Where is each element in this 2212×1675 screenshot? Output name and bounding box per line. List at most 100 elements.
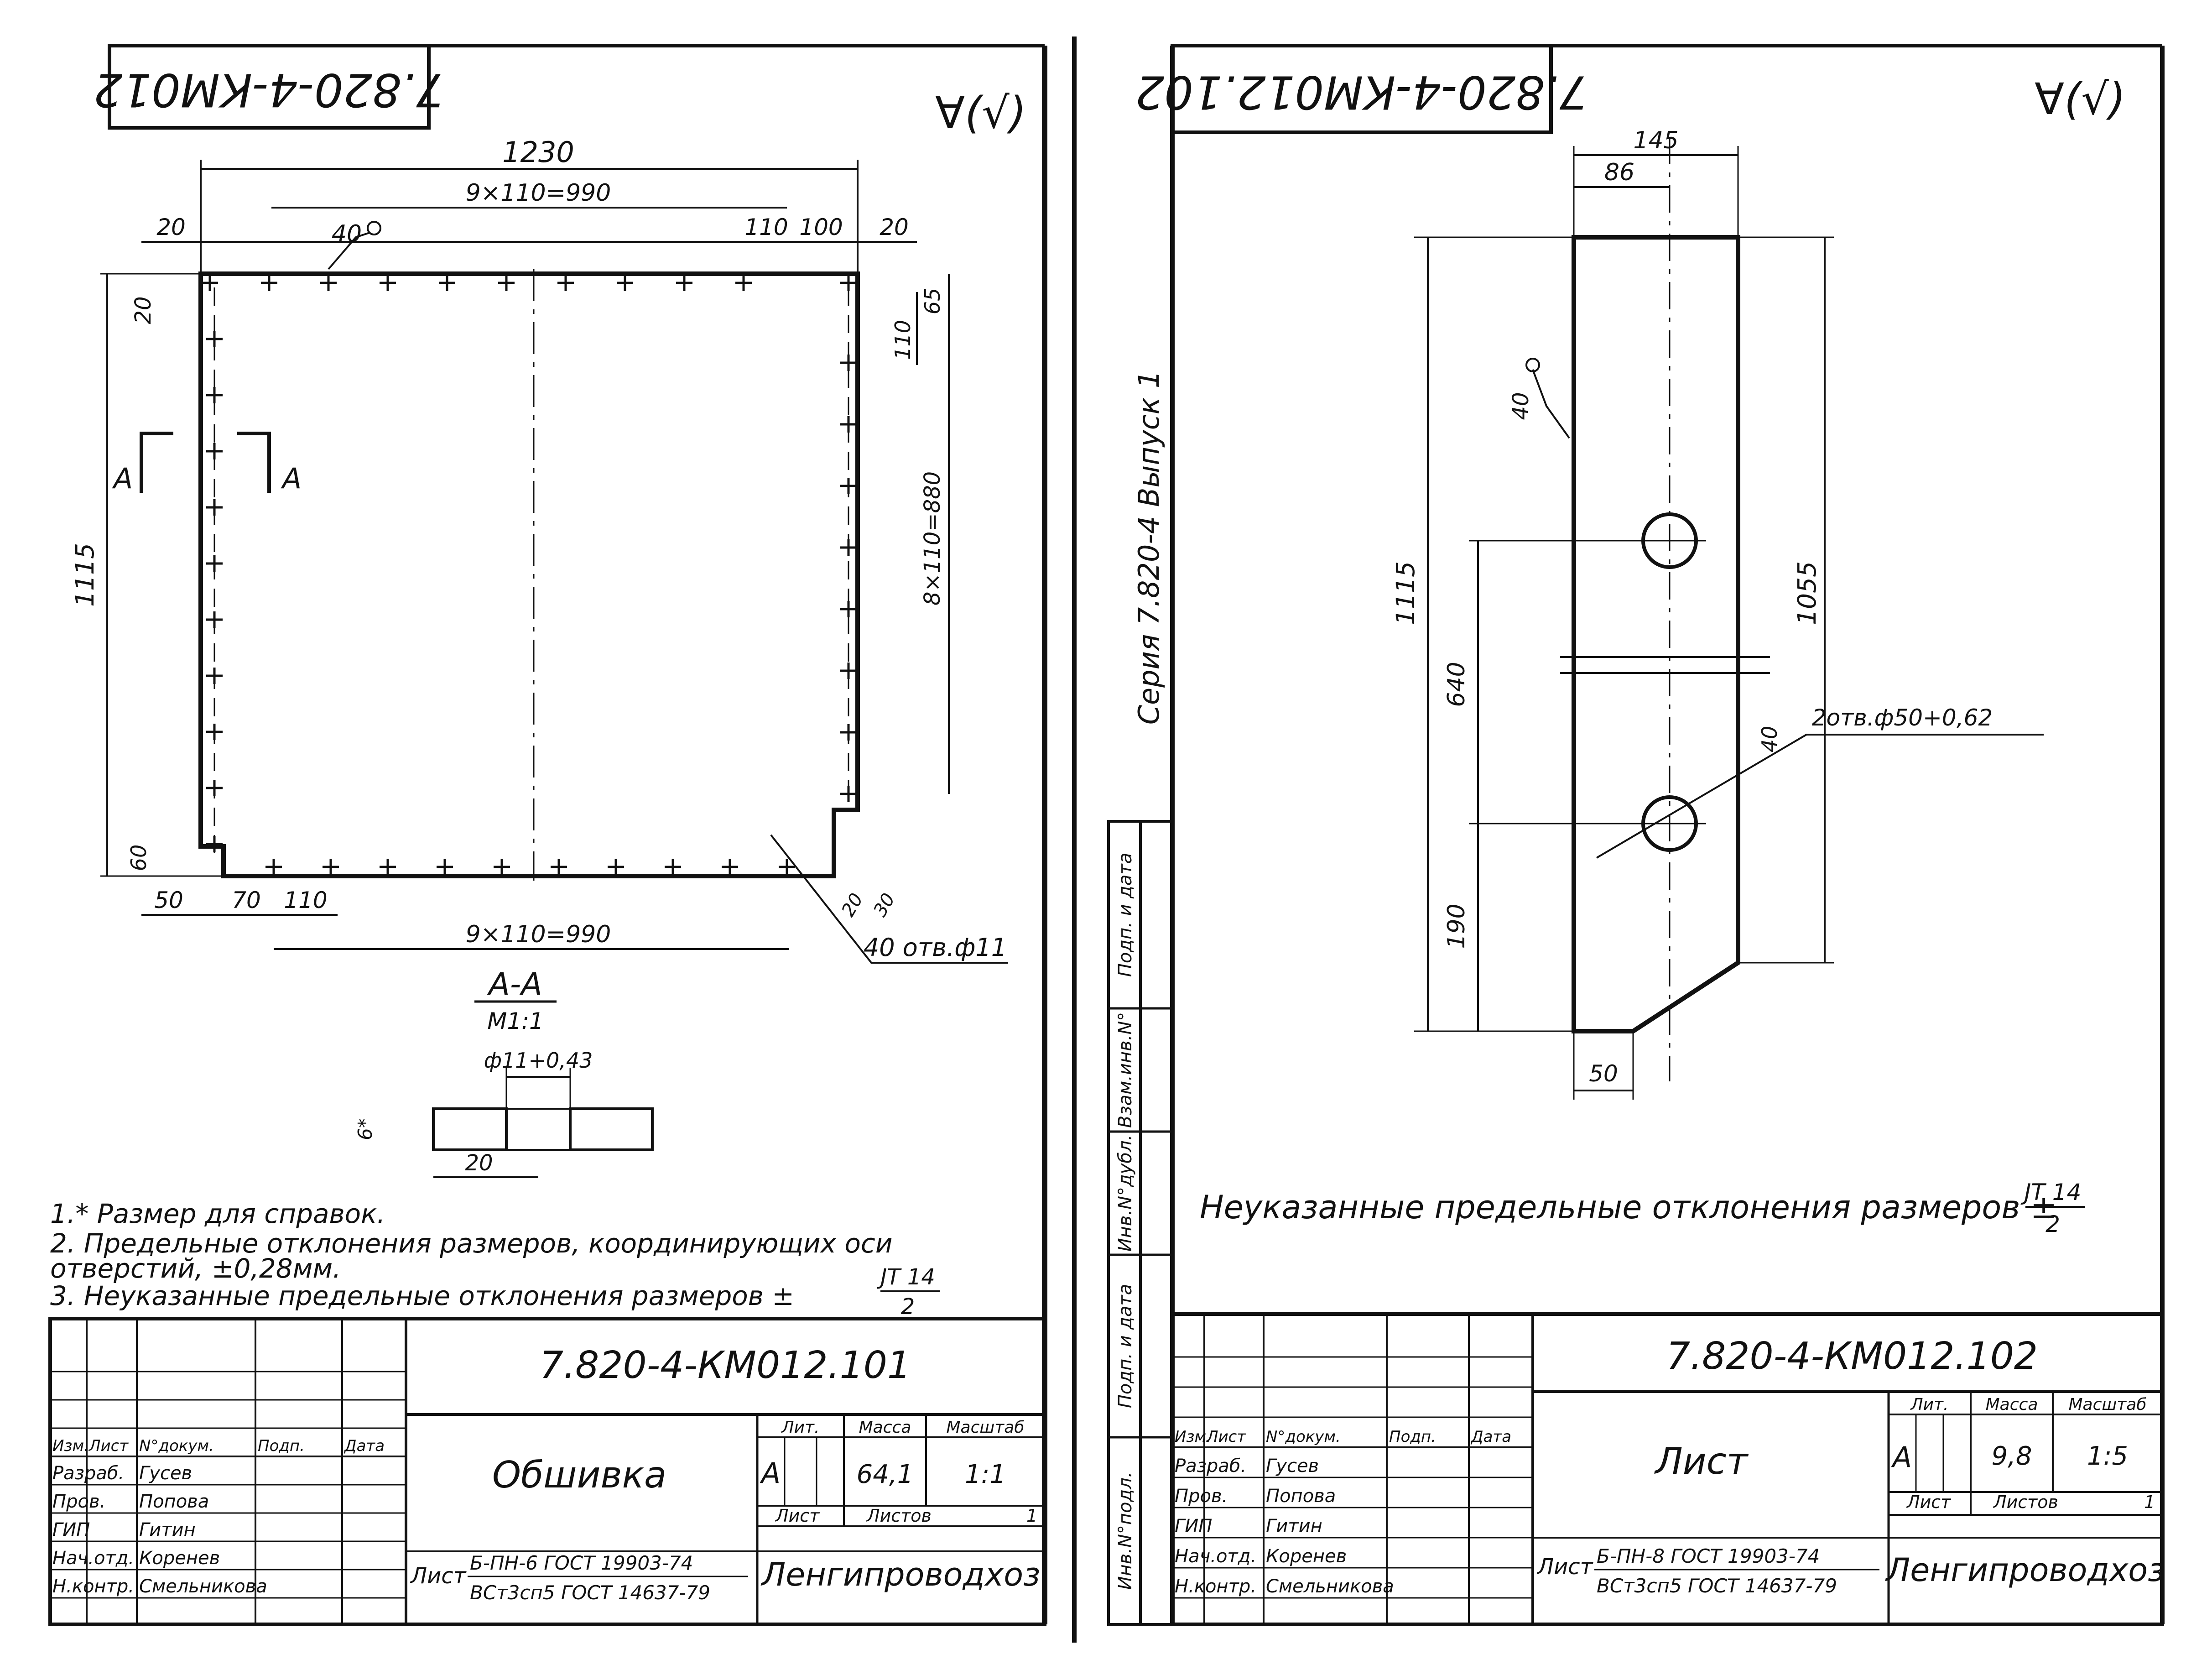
- left-tb-material-2: ВСт3сп5 ГОСТ 14637-79: [470, 1581, 710, 1604]
- bolt-hole-mark: [840, 601, 857, 617]
- left-tb-mass: 64,1: [857, 1460, 914, 1489]
- dim-left-20: 20: [130, 296, 156, 324]
- right-tb-lit: А: [1891, 1440, 1912, 1474]
- dim-bottom-110: 110: [284, 887, 327, 913]
- section-mark-left: [140, 432, 173, 493]
- right-tb-sheets: 1: [2144, 1492, 2155, 1512]
- right-plate-outline: [1572, 235, 1740, 1033]
- bolt-hole-mark: [840, 663, 857, 679]
- bolt-hole-mark: [206, 443, 223, 459]
- right-tb-material-1: Б-ПН-8 ГОСТ 19903-74: [1597, 1545, 1820, 1567]
- tb-col-header: Изм.: [1175, 1428, 1211, 1446]
- tb-row-name: Смельникова: [139, 1576, 267, 1597]
- dim-right-65: 65: [920, 288, 945, 315]
- bolt-hole-mark: [206, 724, 223, 740]
- tb-row-name: Коренев: [1266, 1546, 1347, 1567]
- dim-190: 190: [1443, 903, 1470, 949]
- left-tb-scale: 1:1: [965, 1460, 1006, 1489]
- strip-box-3: Инв.N°дубл.: [1115, 1135, 1136, 1252]
- tb-col-header: N°докум.: [1266, 1428, 1341, 1446]
- bolt-hole-mark: [380, 859, 396, 875]
- bolt-hole-mark: [840, 539, 857, 556]
- tb-row-role: ГИП: [52, 1519, 90, 1540]
- right-note: Неуказанные предельные отклонения размер…: [1200, 1189, 2057, 1226]
- left-tb-sheets-label: Листов: [866, 1506, 932, 1526]
- note-2-cont: отверстий, ±0,28мм.: [50, 1253, 341, 1284]
- right-weld-circle-icon: [1525, 358, 1540, 372]
- tb-row-role: Н.контр.: [1175, 1576, 1256, 1597]
- bolt-hole-mark: [206, 555, 223, 572]
- bolt-hole-mark: [202, 275, 218, 291]
- tb-row-role: Пров.: [1175, 1486, 1228, 1507]
- left-tb-material-prefix: Лист: [410, 1563, 467, 1589]
- right-tb-mass-label: Масса: [1986, 1395, 2038, 1414]
- right-tb-org: Ленгипроводхоз: [1885, 1551, 2165, 1589]
- strip-box-5: Инв.N°подл.: [1115, 1472, 1136, 1590]
- right-tb-name: Лист: [1654, 1440, 1749, 1482]
- dim-right-110: 110: [890, 320, 915, 360]
- note-3: 3. Неуказанные предельные отклонения раз…: [50, 1280, 794, 1311]
- right-sheet: 7.820-4-КМ012.102 ∀(√) 145 86 40 1115 64…: [1135, 44, 2165, 1626]
- note-2: 2. Предельные отклонения размеров, коорд…: [50, 1228, 893, 1259]
- right-tb-code: 7.820-4-КМ012.102: [1666, 1335, 2038, 1378]
- right-tb-mass: 9,8: [1991, 1441, 2032, 1471]
- left-weld-40: 40: [332, 220, 362, 248]
- tb-col-header: Лист: [1206, 1428, 1246, 1446]
- strip-box-1: Подп. и дата: [1115, 853, 1136, 977]
- left-tb-org: Ленгипроводхоз: [760, 1556, 1041, 1593]
- note-3-tol-num: JT 14: [877, 1264, 935, 1290]
- dim-bottom-pitch: 9×110=990: [466, 921, 611, 948]
- left-tb-name: Обшивка: [492, 1454, 666, 1496]
- tb-row-name: Гусев: [139, 1463, 192, 1484]
- bolt-hole-mark: [840, 355, 857, 371]
- bolt-hole-mark: [840, 478, 857, 494]
- left-plate-outline: [198, 271, 860, 878]
- dim-bottom-50: 50: [154, 887, 183, 913]
- bolt-hole-mark: [840, 724, 857, 741]
- bolt-hole-mark: [206, 331, 223, 347]
- tb-col-header: Дата: [344, 1437, 385, 1455]
- note-1: 1.* Размер для справок.: [50, 1198, 385, 1229]
- section-label-right: A: [281, 462, 302, 495]
- dim-right-pitch: 8×110=880: [920, 471, 945, 605]
- tb-col-header: Подп.: [1389, 1428, 1436, 1446]
- bolt-hole-mark: [206, 387, 223, 403]
- left-tb-sheet-label: Лист: [775, 1506, 820, 1526]
- left-roughness-symbol: ∀(√): [935, 88, 1026, 138]
- dim-86: 86: [1604, 159, 1634, 186]
- bolt-hole-mark: [439, 275, 455, 291]
- section-thickness: 6*: [354, 1118, 376, 1140]
- dim-bottom-60: 60: [126, 845, 151, 871]
- bolt-hole-mark: [494, 859, 510, 875]
- tb-row-name: Попова: [139, 1491, 209, 1512]
- right-tb-scale-label: Масштаб: [2068, 1395, 2146, 1414]
- section-body-right: [569, 1107, 654, 1151]
- bolt-hole-mark: [206, 780, 223, 796]
- section-mark-right: [237, 432, 271, 493]
- dim-br-20: 20: [838, 890, 867, 920]
- right-holes-leader: [1596, 734, 2044, 859]
- left-tb-scale-label: Масштаб: [946, 1418, 1024, 1437]
- bolt-hole-mark: [320, 275, 337, 291]
- right-note-tol-num: JT 14: [2020, 1179, 2082, 1205]
- right-tb-scale: 1:5: [2087, 1441, 2128, 1471]
- tb-row-name: Коренев: [139, 1548, 220, 1569]
- right-leader-40: 40: [1757, 726, 1782, 753]
- tb-row-role: Разраб.: [1175, 1456, 1246, 1477]
- right-tb-lit-label: Лит.: [1910, 1395, 1949, 1414]
- bolt-hole-mark: [779, 859, 795, 875]
- dim-145: 145: [1633, 127, 1678, 154]
- bolt-hole-mark: [206, 499, 223, 516]
- bolt-hole-mark: [840, 275, 857, 291]
- right-tb-material-2: ВСт3сп5 ГОСТ 14637-79: [1597, 1575, 1837, 1597]
- right-roughness-symbol: ∀(√): [2035, 74, 2126, 125]
- dim-bottom-70: 70: [232, 887, 261, 913]
- dim-top-pitch: 9×110=990: [466, 179, 611, 207]
- right-tb-sheet-label: Лист: [1906, 1492, 1952, 1512]
- tb-col-header: Лист: [88, 1437, 129, 1455]
- left-stamp-box: [108, 44, 431, 130]
- dim-top-110: 110: [744, 214, 788, 240]
- holes-leader: [770, 834, 1008, 964]
- bolt-hole-mark: [557, 275, 574, 291]
